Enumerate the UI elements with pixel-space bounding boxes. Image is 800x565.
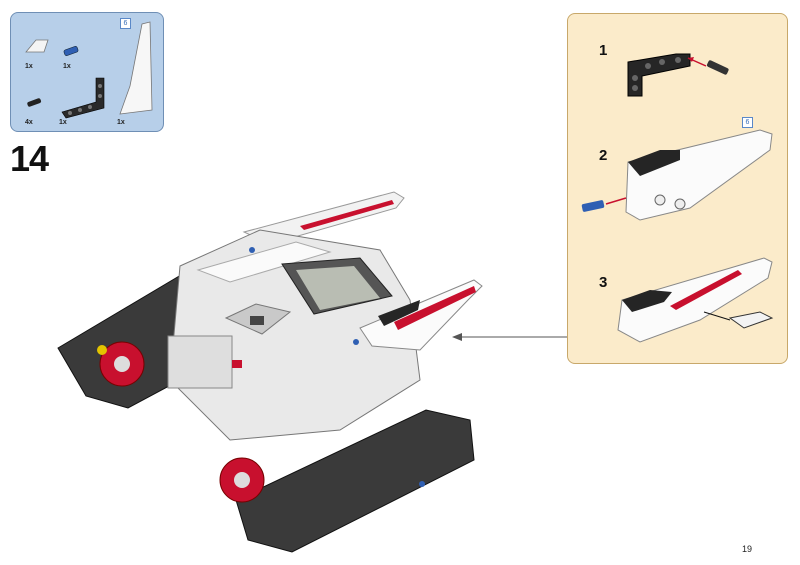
part-qty-friction-pin: 4x [25,119,33,126]
part-white-curved-slope [25,39,49,53]
part-qty-panel-wing: 1x [117,119,125,126]
part-black-friction-pin [27,98,42,107]
part-qty-angled-beam: 1x [59,119,67,126]
step-number: 14 [10,138,49,179]
page-number: 19 [742,544,753,554]
sub-step-1-number: 1 [599,42,608,59]
part-qty-axle-pin: 1x [63,63,71,70]
part-black-angled-beam [61,77,105,119]
main-robot-model [57,191,483,553]
callout-pointer [452,333,567,341]
sub-step-2-illustration [581,129,773,221]
part-white-panel-wing [119,21,153,115]
sub-step-1-illustration [627,53,729,97]
part-blue-axle-pin [63,46,79,56]
sub-ref-badge: 6 [742,117,753,128]
part-ref-badge: 6 [120,18,131,29]
part-qty-curved-slope: 1x [25,63,33,70]
sub-step-3-number: 3 [599,274,608,291]
sub-step-2-number: 2 [599,147,608,164]
sub-step-3-illustration [617,257,774,343]
